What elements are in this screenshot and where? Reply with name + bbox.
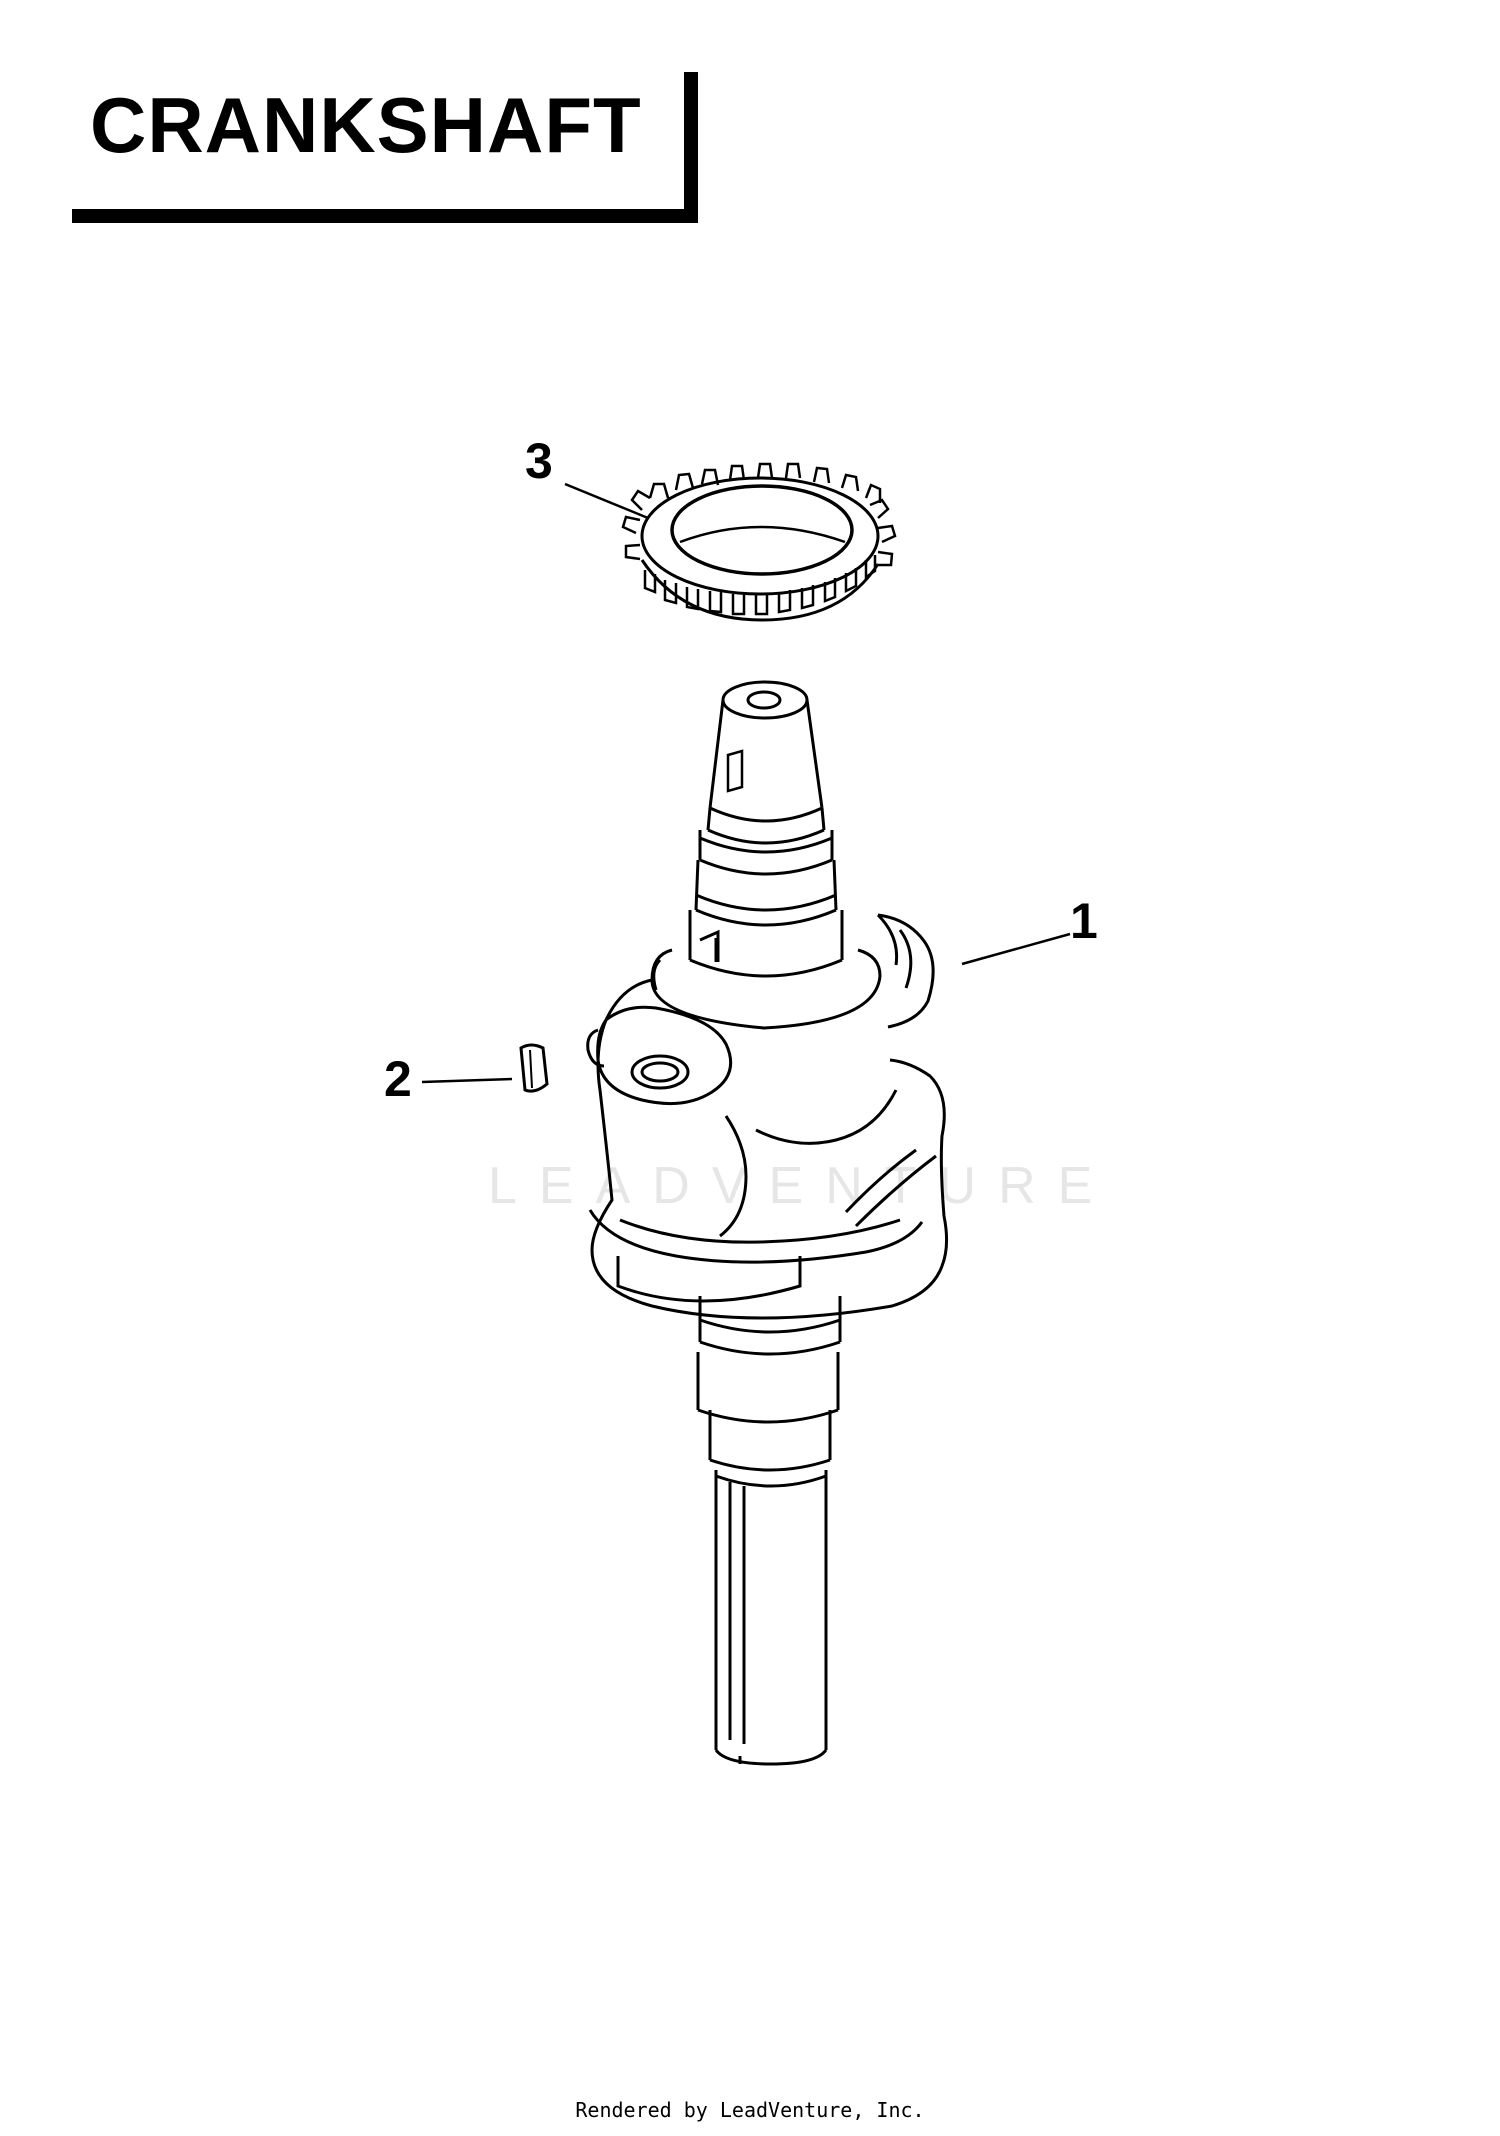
crankshaft-web-right xyxy=(876,913,935,1029)
key-part[interactable] xyxy=(519,1043,549,1093)
leader-line-2 xyxy=(421,1077,513,1084)
gear-bore-shadow xyxy=(679,525,846,544)
footer-credit: Rendered by LeadVenture, Inc. xyxy=(575,2098,925,2122)
crankshaft-counterweight xyxy=(590,978,949,1320)
gear-teeth xyxy=(621,462,897,616)
callout-3[interactable]: 3 xyxy=(525,433,553,489)
leader-line-1 xyxy=(961,932,1071,966)
title-box: CRANKSHAFT xyxy=(72,72,698,223)
crankshaft-taper-base xyxy=(709,806,823,823)
crankshaft-lower-collar xyxy=(616,1256,802,1303)
gear-outer-rim xyxy=(640,476,880,596)
key-body xyxy=(519,1043,549,1093)
gear-part[interactable] xyxy=(621,462,897,622)
callout-2[interactable]: 2 xyxy=(384,1051,412,1107)
crankshaft-side-lug xyxy=(586,1028,605,1068)
crankshaft-pto-shaft xyxy=(714,1470,828,1750)
leader-line-3 xyxy=(564,482,649,520)
crankshaft-upper-flange xyxy=(650,948,882,1030)
watermark: LEADVENTURE xyxy=(488,1157,1115,1215)
gear-inner-bore xyxy=(670,484,854,576)
page-title: CRANKSHAFT xyxy=(90,81,642,169)
crankshaft-part[interactable] xyxy=(586,680,949,1766)
crankshaft-step-2 xyxy=(698,830,834,860)
crankshaft-step-1 xyxy=(706,807,826,831)
crankshaft-shoulder xyxy=(699,929,720,962)
crankshaft-web-lower-edge xyxy=(588,1209,924,1264)
crankshaft-oil-hole xyxy=(630,1054,690,1090)
crankshaft-step-3 xyxy=(694,859,838,911)
crankshaft-lower-journal xyxy=(698,1296,842,1342)
gear-bottom-edge xyxy=(640,559,880,622)
crankshaft-top-face xyxy=(721,680,809,720)
crankshaft-bottom-end xyxy=(714,1749,828,1766)
crankshaft-keyway-bottom xyxy=(728,1482,746,1744)
crankshaft-top-taper xyxy=(708,699,824,809)
crankshaft-keyway-top xyxy=(726,749,744,793)
callout-1[interactable]: 1 xyxy=(1070,893,1098,949)
crankshaft-crankpin-boss xyxy=(596,1005,733,1106)
crankshaft-web-inner xyxy=(719,1089,898,1238)
crankshaft-top-bore xyxy=(746,690,782,710)
